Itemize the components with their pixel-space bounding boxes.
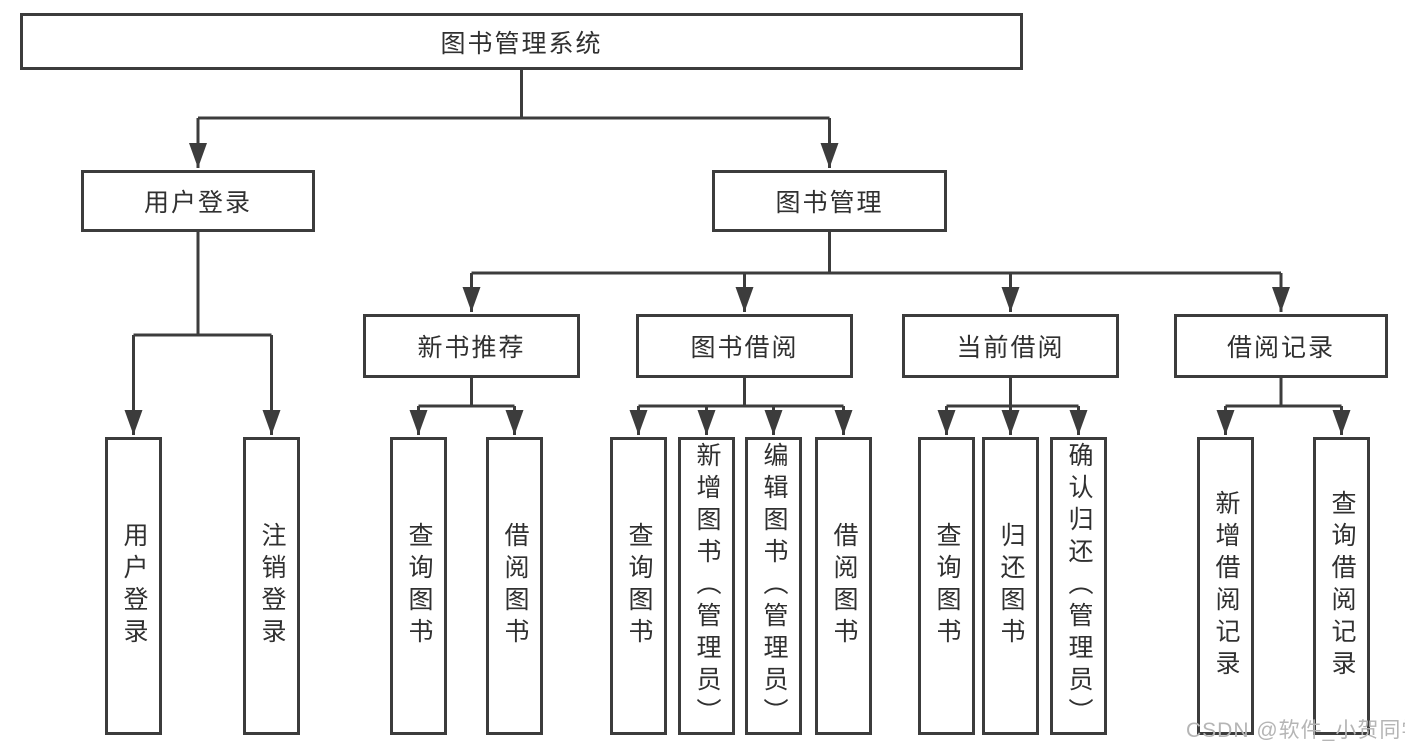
node-borrowing-records: 借阅记录 xyxy=(1174,314,1388,378)
node-new-book-recommend: 新书推荐 xyxy=(363,314,580,378)
leaf-query-books-borrowing: 查询图书 xyxy=(610,437,667,735)
leaf-borrow-books-recommend-label: 借阅图书 xyxy=(501,522,529,650)
leaf-edit-books-admin-label: 编辑图书（管理员） xyxy=(760,442,788,730)
leaf-confirm-return-admin: 确认归还（管理员） xyxy=(1050,437,1107,735)
node-user-login-module-label: 用户登录 xyxy=(143,189,252,217)
leaf-user-login: 用户登录 xyxy=(105,437,162,735)
node-system-root: 图书管理系统 xyxy=(20,13,1023,70)
leaf-borrow-books-borrowing: 借阅图书 xyxy=(815,437,872,735)
leaf-query-books-borrowing-label: 查询图书 xyxy=(625,522,653,650)
leaf-edit-books-admin: 编辑图书（管理员） xyxy=(745,437,802,735)
node-borrowing-records-label: 借阅记录 xyxy=(1226,334,1335,362)
leaf-return-books: 归还图书 xyxy=(982,437,1039,735)
leaf-query-books-recommend: 查询图书 xyxy=(390,437,447,735)
leaf-query-books-recommend-label: 查询图书 xyxy=(405,522,433,650)
node-current-borrowing: 当前借阅 xyxy=(902,314,1119,378)
leaf-add-borrow-record-label: 新增借阅记录 xyxy=(1212,490,1240,682)
leaf-confirm-return-admin-label: 确认归还（管理员） xyxy=(1065,442,1093,730)
leaf-logout-label: 注销登录 xyxy=(258,522,286,650)
leaf-borrow-books-recommend: 借阅图书 xyxy=(486,437,543,735)
leaf-query-borrow-record: 查询借阅记录 xyxy=(1313,437,1370,735)
node-book-borrowing-label: 图书借阅 xyxy=(690,334,799,362)
node-book-management-module: 图书管理 xyxy=(712,170,947,232)
leaf-query-books-current: 查询图书 xyxy=(918,437,975,735)
leaf-query-books-current-label: 查询图书 xyxy=(933,522,961,650)
leaf-borrow-books-borrowing-label: 借阅图书 xyxy=(830,522,858,650)
leaf-add-borrow-record: 新增借阅记录 xyxy=(1197,437,1254,735)
node-current-borrowing-label: 当前借阅 xyxy=(956,334,1065,362)
leaf-logout: 注销登录 xyxy=(243,437,300,735)
csdn-watermark: CSDN @软件_小贺同学 xyxy=(1186,719,1405,742)
node-new-book-recommend-label: 新书推荐 xyxy=(417,334,526,362)
leaf-add-books-admin: 新增图书（管理员） xyxy=(678,437,735,735)
node-book-management-module-label: 图书管理 xyxy=(775,189,884,217)
node-system-root-label: 图书管理系统 xyxy=(440,29,603,58)
leaf-user-login-label: 用户登录 xyxy=(120,522,148,650)
leaf-add-books-admin-label: 新增图书（管理员） xyxy=(693,442,721,730)
node-user-login-module: 用户登录 xyxy=(81,170,315,232)
leaf-return-books-label: 归还图书 xyxy=(997,522,1025,650)
node-book-borrowing: 图书借阅 xyxy=(636,314,853,378)
leaf-query-borrow-record-label: 查询借阅记录 xyxy=(1328,490,1356,682)
